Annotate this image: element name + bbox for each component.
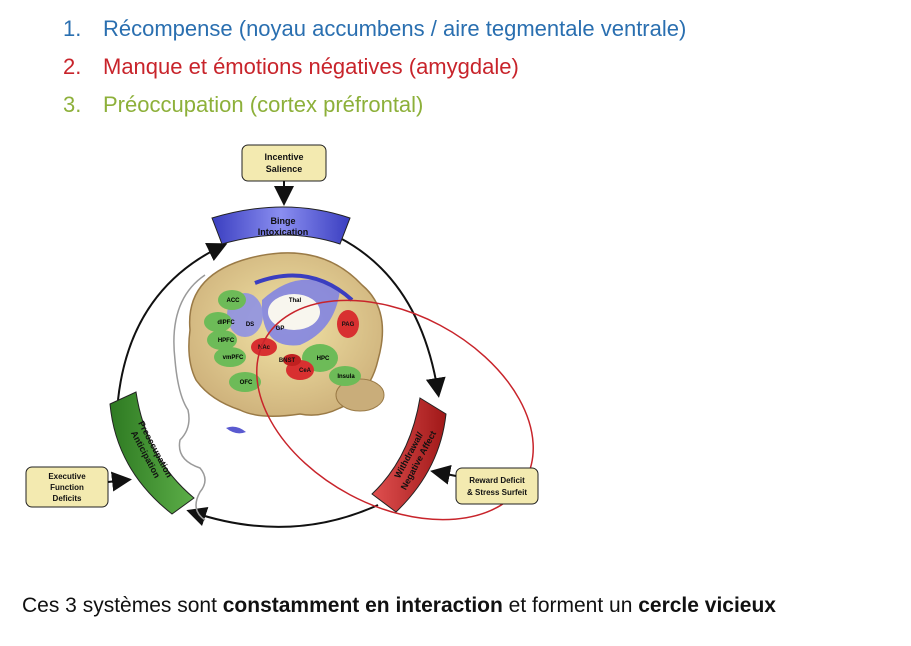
svg-text:Deficits: Deficits — [53, 494, 82, 503]
cycle-arrow-top-right — [339, 237, 446, 398]
svg-text:Reward Deficit: Reward Deficit — [469, 476, 525, 485]
executive-function-box: Executive Function Deficits — [25, 466, 132, 508]
list-item-reward: 1.Récompense (noyau accumbens / aire teg… — [63, 16, 687, 41]
list-item-withdrawal: 2.Manque et émotions négatives (amygdale… — [63, 54, 519, 79]
svg-text:OFC: OFC — [240, 380, 253, 386]
svg-text:Intoxication: Intoxication — [258, 227, 309, 237]
binge-intoxication-stage: Binge Intoxication — [211, 206, 351, 245]
list-item-preoccupation: 3.Préoccupation (cortex préfrontal) — [63, 92, 424, 117]
svg-text:Thal: Thal — [289, 298, 302, 304]
reward-deficit-box: Reward Deficit & Stress Surfeit — [430, 464, 539, 505]
svg-text:Salience: Salience — [266, 164, 303, 174]
svg-text:Function: Function — [50, 483, 84, 492]
svg-text:& Stress Surfeit: & Stress Surfeit — [467, 488, 527, 497]
svg-text:Binge: Binge — [270, 216, 295, 226]
conclusion-sentence: Ces 3 systèmes sont constamment en inter… — [22, 594, 776, 617]
addiction-cycle-diagram: Incentive Salience Binge Intoxication A — [25, 144, 539, 528]
system-list: 1.Récompense (noyau accumbens / aire teg… — [63, 10, 686, 124]
incentive-salience-box: Incentive Salience — [241, 144, 327, 206]
cycle-arrow-bottom — [186, 504, 379, 528]
svg-text:Incentive: Incentive — [264, 152, 303, 162]
brain-illustration: ACC dlPFC HPFC vmPFC OFC DS GP Thal NAc … — [188, 252, 385, 417]
svg-text:dlPFC: dlPFC — [217, 320, 235, 326]
svg-text:Insula: Insula — [337, 374, 355, 380]
svg-text:CeA: CeA — [299, 368, 312, 374]
head-profile — [173, 274, 206, 521]
svg-text:HPFC: HPFC — [218, 338, 235, 344]
emphasis-interaction: constamment en interaction — [222, 594, 503, 617]
svg-text:BNST: BNST — [279, 358, 296, 364]
svg-text:ACC: ACC — [227, 298, 241, 304]
withdrawal-negative-affect-stage: Withdrawal/ Negative Affect — [371, 397, 447, 513]
svg-text:vmPFC: vmPFC — [223, 355, 244, 361]
eye-icon — [226, 426, 246, 434]
svg-text:PAG: PAG — [342, 322, 355, 328]
svg-text:Executive: Executive — [48, 472, 86, 481]
svg-text:HPC: HPC — [317, 356, 330, 362]
svg-text:DS: DS — [246, 322, 254, 328]
svg-text:NAc: NAc — [258, 345, 271, 351]
cycle-arrow-left — [117, 243, 228, 401]
emphasis-vicious-circle: cercle vicieux — [638, 594, 776, 617]
svg-text:GP: GP — [276, 326, 285, 332]
